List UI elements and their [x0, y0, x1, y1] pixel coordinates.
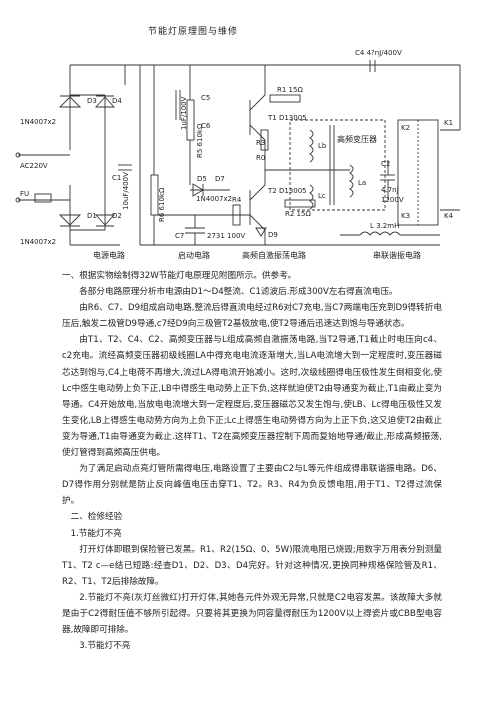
label-ac: AC220V	[20, 162, 48, 170]
paragraph: 由T1、T2、C4、C2、高频变压器与L组成高频自激振荡电路,当T2导通,T1截…	[62, 335, 442, 459]
label-in4007-bottom: 1N4007x2	[20, 238, 56, 246]
label-r2: R2 15Ω	[285, 210, 311, 218]
label-in4007-top: 1N4007x2	[20, 118, 56, 126]
label-lc: Lc	[318, 192, 326, 200]
label-r3: R3	[256, 139, 265, 147]
paragraph: 打开灯体即眼到保险管已发黑。R1、R2(15Ω、0、5W)限流电阻已烧毁;用数字…	[62, 544, 442, 587]
label-r4: R4	[232, 196, 242, 204]
label-c6: C6	[201, 122, 211, 130]
label-k4: K4	[444, 212, 454, 220]
label-t2: T2 D13005	[267, 187, 307, 195]
label-1n4007x2: 1N4007x2	[196, 195, 232, 203]
paragraph: 为了满足启动点亮灯管所需得电压,电路设置了主要由C2与L等元件组成得串联谐振电路…	[62, 464, 442, 507]
label-l: L 3.2mH	[370, 222, 399, 230]
label-c2: C2	[381, 160, 390, 168]
label-c5-value: 1uF/100V	[180, 96, 188, 130]
paragraph: 3.节能灯不亮	[79, 641, 131, 652]
caption-lamp: 串联谐振电路	[373, 250, 421, 260]
label-t1: T1 D13005	[267, 114, 307, 122]
label-d7: D7	[215, 175, 225, 183]
label-c2-voltage: 1200V	[381, 196, 404, 204]
paragraph: 二、检修经验	[70, 512, 123, 523]
caption-power: 电源电路	[93, 250, 125, 260]
label-c1: C1	[112, 174, 121, 182]
paragraph: 由R6、C7、D9组成启动电路,整流后得直流电经过R6对C7充电,当C7两端电压…	[62, 303, 442, 330]
label-transformer: 高频变压器	[337, 134, 377, 144]
paragraph: 2.节能灯不亮(灰灯丝微红)打开灯体,其她各元件外观无异常,只就是C2电容发黑。…	[62, 592, 442, 636]
label-k3: K3	[401, 212, 410, 220]
label-c7: C7	[175, 232, 184, 240]
label-d1: D1	[87, 212, 97, 220]
label-r0: R0	[256, 154, 265, 162]
label-r1: R1 15Ω	[277, 86, 303, 94]
label-c1-value: 10uF/400V	[122, 172, 130, 210]
label-c4: C4 4?nJ/400V	[355, 49, 402, 57]
article-body: 一、根据实物绘制得32W节能灯电原理见附图所示。供参考。各部分电路原理分析市电源…	[62, 268, 442, 654]
caption-start: 启动电路	[178, 250, 210, 260]
label-fu: FU	[20, 190, 29, 198]
paragraph: 一、根据实物绘制得32W节能灯电原理见附图所示。供参考。	[62, 271, 297, 281]
label-c5: C5	[201, 94, 210, 102]
label-d5: D5	[197, 175, 207, 183]
label-la: La	[358, 179, 366, 187]
paragraph: 各部分电路原理分析市电源由D1～D4整流、C1滤波后.形成300V左右得直流电压…	[79, 287, 398, 298]
label-d3: D3	[87, 97, 97, 105]
label-k2: K2	[401, 124, 410, 132]
label-r5: R5 610kΩ	[196, 123, 204, 158]
paragraph: 1.节能灯不亮	[70, 528, 122, 539]
label-lb: Lb	[318, 142, 327, 150]
label-c7-value: 2731 100V	[207, 232, 245, 240]
circuit-diagram: D3 D4 D1 D2 1N4007x2 1N4007x2 AC220V FU …	[15, 49, 461, 260]
caption-hf: 高频自激振荡电路	[242, 250, 306, 260]
label-d2: D2	[112, 212, 122, 220]
document-title: 节能灯原理图与维修	[148, 27, 239, 37]
label-k1: K1	[444, 119, 453, 127]
label-d9: D9	[268, 231, 278, 239]
label-c2-value: 4.7nJ	[381, 186, 399, 194]
label-d4: D4	[112, 97, 122, 105]
label-r6: R6 610kΩ	[158, 187, 166, 222]
